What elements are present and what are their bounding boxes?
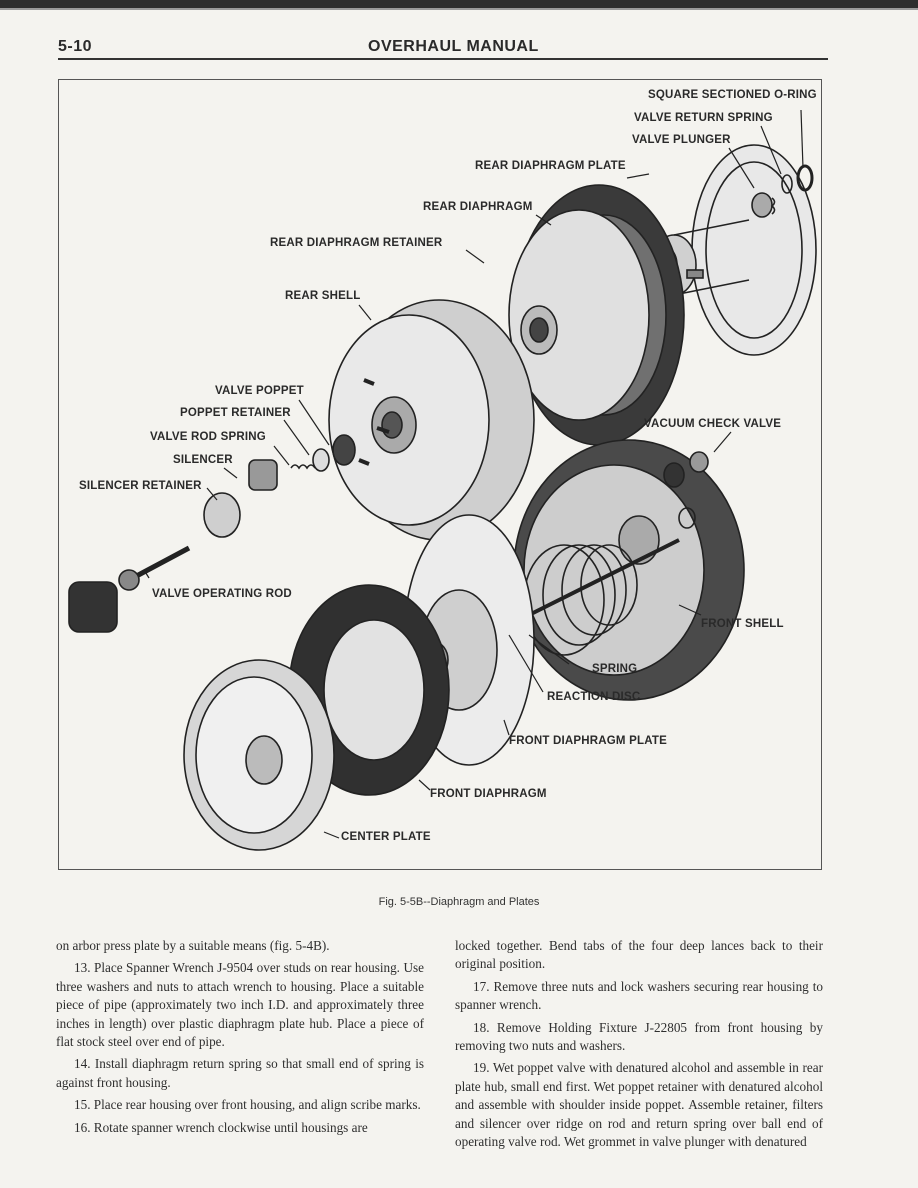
label-square-o-ring: SQUARE SECTIONED O-RING [648,89,817,101]
paragraph: 13. Place Spanner Wrench J-9504 over stu… [56,960,424,1050]
valve-plunger-drawing [751,164,814,218]
label-silencer: SILENCER [173,454,233,466]
left-column: on arbor press plate by a suitable means… [56,937,424,1141]
label-valve-operating-rod: VALVE OPERATING ROD [152,588,292,600]
label-rear-diaphragm: REAR DIAPHRAGM [423,201,533,213]
page-number: 5-10 [58,38,93,55]
header-rule [58,58,828,60]
rear-diaphragm-drawing [508,184,685,446]
top-line [0,8,918,10]
label-spring: SPRING [592,663,638,675]
paragraph: 19. Wet poppet valve with denatured alco… [455,1060,823,1150]
label-valve-return-spring: VALVE RETURN SPRING [634,112,773,124]
paragraph: 15. Place rear housing over front housin… [74,1097,421,1113]
figure-box: SQUARE SECTIONED O-RING VALVE RETURN SPR… [58,79,822,870]
paragraph: 14. Install diaphragm return spring so t… [56,1056,424,1090]
right-column: locked together. Bend tabs of the four d… [455,937,823,1155]
label-rear-shell: REAR SHELL [285,290,361,302]
paragraph: 16. Rotate spanner wrench clockwise unti… [74,1119,368,1135]
label-center-plate: CENTER PLATE [341,831,431,843]
label-front-diaphragm-plate: FRONT DIAPHRAGM PLATE [509,735,667,747]
label-valve-plunger: VALVE PLUNGER [632,134,731,146]
label-silencer-retainer: SILENCER RETAINER [79,480,202,492]
paragraph: 17. Remove three nuts and lock washers s… [455,978,823,1013]
page-header: 5-10 OVERHAUL MANUAL [58,38,828,58]
exploded-diagram [68,109,817,851]
paragraph: on arbor press plate by a suitable means… [56,938,330,953]
label-reaction-disc: REACTION DISC [547,691,641,703]
valve-poppet-drawing [203,434,356,538]
page-title: OVERHAUL MANUAL [368,38,539,55]
paragraph: 18. Remove Holding Fixture J-22805 from … [455,1019,823,1054]
label-poppet-retainer: POPPET RETAINER [180,407,291,419]
label-front-diaphragm: FRONT DIAPHRAGM [430,788,547,800]
label-valve-poppet: VALVE POPPET [215,385,304,397]
front-shell-drawing [513,439,745,701]
leader-lines [143,109,804,839]
label-vacuum-check-valve: VACUUM CHECK VALVE [644,418,782,430]
top-bar [0,0,918,8]
label-rear-diaphragm-plate: REAR DIAPHRAGM PLATE [475,160,626,172]
label-valve-rod-spring: VALVE ROD SPRING [150,431,266,443]
figure-caption: Fig. 5-5B--Diaphragm and Plates [378,896,540,908]
label-rear-diaphragm-retainer: REAR DIAPHRAGM RETAINER [270,237,443,249]
center-plate-drawing [183,659,335,851]
rear-shell-drawing [328,299,535,541]
label-front-shell: FRONT SHELL [701,618,784,630]
paragraph: locked together. Bend tabs of the four d… [455,938,823,972]
valve-operating-rod-drawing [68,545,191,633]
